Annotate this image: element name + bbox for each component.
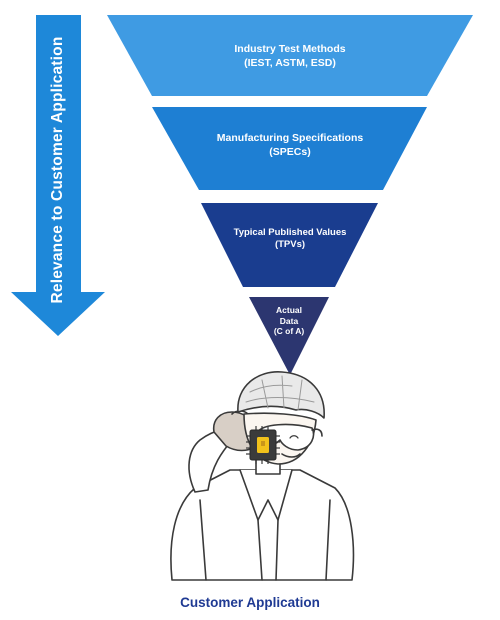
funnel-tier-2 [152, 107, 427, 190]
arrow-shape [11, 15, 105, 336]
hair-net [237, 371, 325, 419]
microchip-icon [246, 426, 280, 464]
tier-3-text: Typical Published Values (TPVs) [200, 227, 380, 252]
raised-arm [188, 429, 233, 493]
tier-3-subtitle: (TPVs) [274, 239, 306, 251]
tier-1-text: Industry Test Methods (IEST, ASTM, ESD) [140, 43, 440, 70]
funnel-tier-4 [249, 297, 329, 375]
funnel-tier-1 [107, 15, 473, 96]
tier-2-title: Manufacturing Specifications [216, 132, 364, 144]
tier-4-line-3: (C of A) [273, 326, 305, 337]
tier-3-title: Typical Published Values [233, 227, 347, 238]
customer-application-caption: Customer Application [180, 595, 320, 610]
tier-1-title: Industry Test Methods [234, 43, 346, 55]
tier-4-text: Actual Data (C of A) [249, 305, 329, 337]
tier-2-text: Manufacturing Specifications (SPECs) [170, 132, 410, 159]
funnel-tier-3 [201, 203, 378, 287]
tier-1-subtitle: (IEST, ASTM, ESD) [244, 56, 336, 69]
tier-4-line-2: Data [279, 315, 299, 326]
tier-2-subtitle: (SPECs) [269, 145, 311, 158]
tier-4-line-1: Actual [276, 305, 302, 315]
